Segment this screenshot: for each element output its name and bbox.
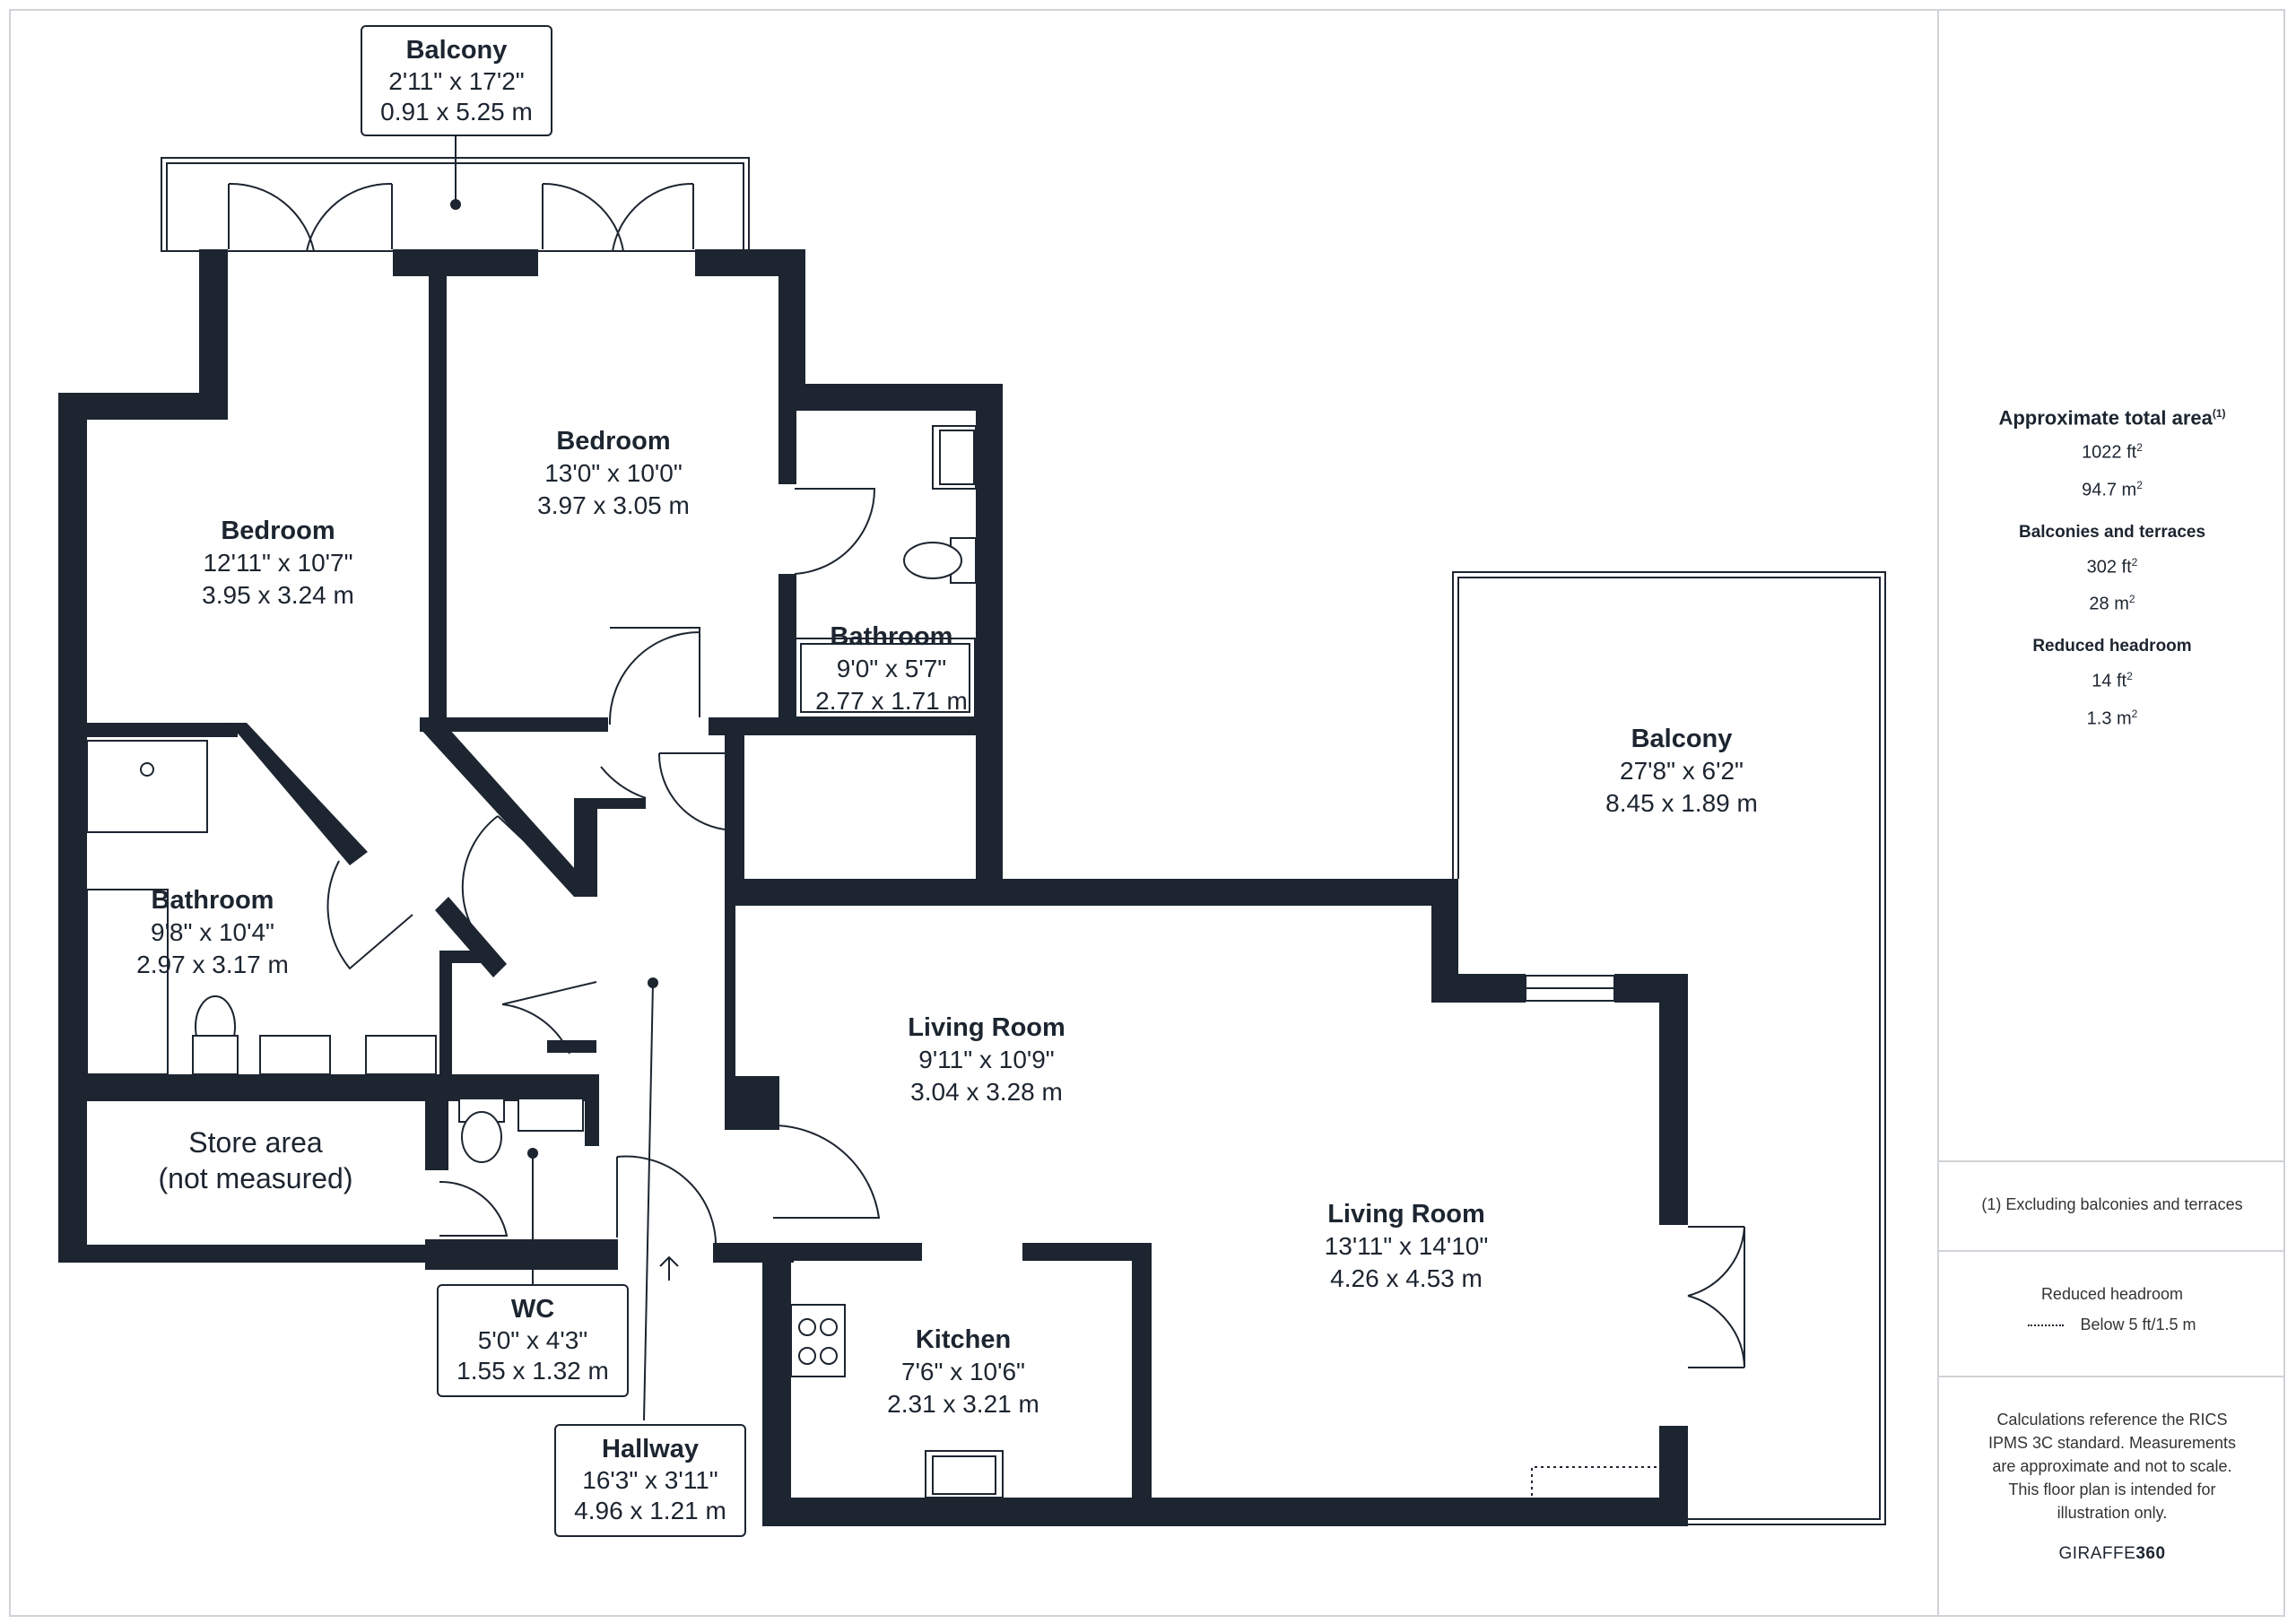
room-metric: 2.97 x 3.17 m: [136, 951, 289, 978]
room-imperial: 5'0" x 4'3": [477, 1326, 588, 1354]
label-kitchen: Kitchen 7'6" x 10'6" 2.31 x 3.21 m: [887, 1324, 1039, 1420]
total-area-ft: 1022 ft2: [2082, 441, 2143, 463]
room-metric: 4.96 x 1.21 m: [574, 1497, 726, 1524]
room-name: Hallway: [602, 1435, 699, 1463]
label-living-large: Living Room 13'11" x 14'10" 4.26 x 4.53 …: [1325, 1198, 1489, 1295]
room-metric: 3.97 x 3.05 m: [537, 491, 690, 519]
room-imperial: 16'3" x 3'11": [582, 1466, 718, 1494]
room-name: Bedroom: [221, 517, 335, 545]
legend: Reduced headroom Below 5 ft/1.5 m: [1939, 1282, 2285, 1336]
sidebar-rule: [1939, 1376, 2285, 1377]
total-area-title: Approximate total area(1): [1998, 406, 2226, 430]
room-name: Bedroom: [556, 427, 671, 456]
room-name: Bathroom: [830, 622, 953, 651]
label-wc: WC 5'0" x 4'3" 1.55 x 1.32 m: [437, 1284, 629, 1397]
balconies-m: 28 m2: [2089, 593, 2135, 614]
room-imperial: 2'11" x 17'2": [388, 67, 525, 95]
room-metric: 1.55 x 1.32 m: [457, 1357, 609, 1385]
room-name: Living Room: [908, 1013, 1065, 1042]
room-metric: 2.77 x 1.71 m: [815, 687, 968, 715]
walls: [58, 249, 1688, 1526]
room-metric: 3.04 x 3.28 m: [910, 1078, 1063, 1106]
sidebar-divider: [1937, 9, 1939, 1617]
label-balcony-right: Balcony 27'8" x 6'2" 8.45 x 1.89 m: [1605, 723, 1758, 820]
disclaimer: Calculations reference the RICS IPMS 3C …: [1987, 1411, 2237, 1522]
room-name: Balcony: [405, 36, 508, 65]
sidebar-areas: Approximate total area(1) 1022 ft2 94.7 …: [1939, 400, 2285, 734]
room-name: Store area: [188, 1126, 323, 1159]
room-metric: 0.91 x 5.25 m: [380, 98, 533, 126]
footnote: (1) Excluding balconies and terraces: [1981, 1195, 2243, 1213]
headroom-ft: 14 ft2: [2092, 669, 2133, 691]
room-imperial: 9'11" x 10'9": [918, 1046, 1055, 1073]
room-imperial: 12'11" x 10'7": [203, 549, 353, 577]
label-bedroom-left: Bedroom 12'11" x 10'7" 3.95 x 3.24 m: [202, 515, 354, 612]
label-bathroom-left: Bathroom 9'8" x 10'4" 2.97 x 3.17 m: [136, 884, 289, 981]
right-balcony-outline: [1452, 571, 1886, 1525]
balconies-title: Balconies and terraces: [2018, 522, 2206, 542]
room-note: (not measured): [158, 1162, 353, 1194]
label-balcony-top: Balcony 2'11" x 17'2" 0.91 x 5.25 m: [361, 25, 552, 136]
room-metric: 2.31 x 3.21 m: [887, 1390, 1039, 1418]
room-name: Living Room: [1327, 1200, 1485, 1229]
label-bedroom-mid: Bedroom 13'0" x 10'0" 3.97 x 3.05 m: [537, 425, 690, 522]
room-metric: 3.95 x 3.24 m: [202, 581, 354, 609]
balconies-ft: 302 ft2: [2086, 555, 2138, 578]
legend-title: Reduced headroom: [2040, 1285, 2184, 1303]
room-imperial: 13'11" x 14'10": [1324, 1232, 1489, 1260]
room-name: Kitchen: [915, 1325, 1012, 1354]
room-name: Balcony: [1631, 725, 1733, 753]
label-bathroom-small: Bathroom 9'0" x 5'7" 2.77 x 1.71 m: [815, 621, 968, 717]
total-area-m: 94.7 m2: [2082, 478, 2143, 500]
fixtures: [86, 425, 1659, 1498]
brand-logo: GIRAFFE360: [2058, 1544, 2166, 1563]
sidebar-rule: [1939, 1250, 2285, 1252]
room-imperial: 7'6" x 10'6": [901, 1358, 1025, 1385]
room-metric: 4.26 x 4.53 m: [1330, 1264, 1483, 1292]
sidebar-rule: [1939, 1160, 2285, 1162]
legend-item: Below 5 ft/1.5 m: [1939, 1313, 2285, 1336]
dotted-line-icon: [2028, 1324, 2065, 1327]
headroom-m: 1.3 m2: [2086, 707, 2138, 729]
window: [1525, 975, 1615, 1002]
headroom-title: Reduced headroom: [2032, 636, 2192, 656]
label-store-area: Store area (not measured): [159, 1125, 353, 1196]
room-metric: 8.45 x 1.89 m: [1605, 789, 1758, 817]
room-name: WC: [510, 1295, 555, 1324]
room-imperial: 27'8" x 6'2": [1620, 757, 1744, 785]
room-name: Bathroom: [151, 886, 274, 915]
label-hallway: Hallway 16'3" x 3'11" 4.96 x 1.21 m: [554, 1424, 746, 1537]
room-imperial: 9'0" x 5'7": [836, 655, 947, 682]
room-imperial: 13'0" x 10'0": [544, 459, 683, 487]
label-pointers: [450, 135, 679, 1421]
room-imperial: 9'8" x 10'4": [151, 918, 274, 946]
page-frame: [9, 9, 2285, 1617]
label-living-small: Living Room 9'11" x 10'9" 3.04 x 3.28 m: [908, 1012, 1065, 1108]
doors: [228, 182, 1745, 1368]
